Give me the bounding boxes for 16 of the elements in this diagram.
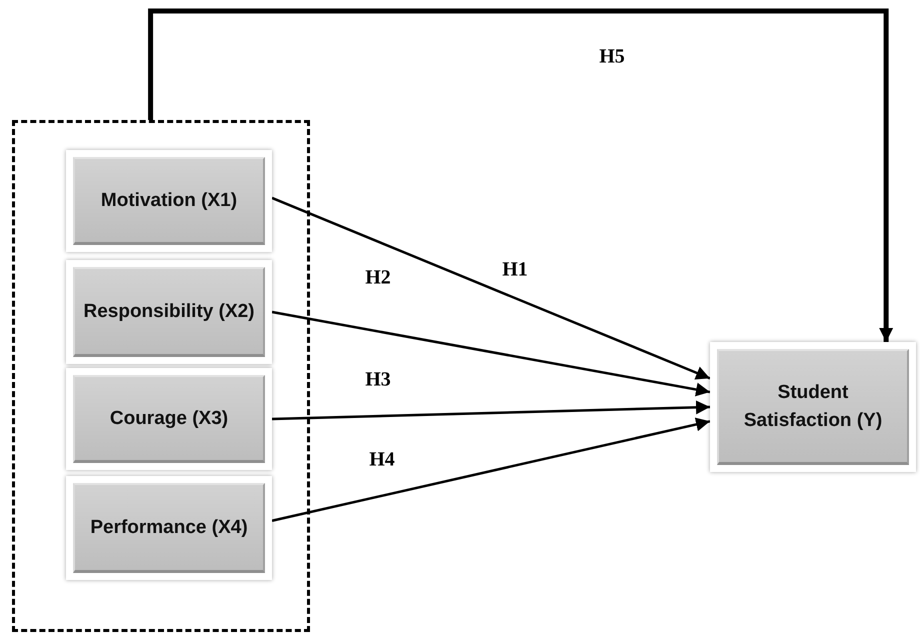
variable-box xyxy=(66,260,272,364)
variable-box xyxy=(66,476,272,580)
variable-box xyxy=(710,342,916,472)
variable-label: Courage (X3) xyxy=(108,406,230,431)
arrow xyxy=(272,196,710,380)
variable-box xyxy=(66,150,272,252)
variable-label: Responsibility (X2) xyxy=(82,300,256,324)
variable-box xyxy=(66,368,272,470)
arrow xyxy=(272,400,710,420)
dashed-group-box xyxy=(12,120,310,632)
variable-label: Motivation (X1) xyxy=(100,188,238,213)
arrow xyxy=(272,310,710,396)
variable-label: Student Satisfaction (Y) xyxy=(742,380,884,432)
arrow xyxy=(272,418,710,522)
variable-label: Performance (X4) xyxy=(89,516,249,540)
arrow xyxy=(148,8,894,342)
